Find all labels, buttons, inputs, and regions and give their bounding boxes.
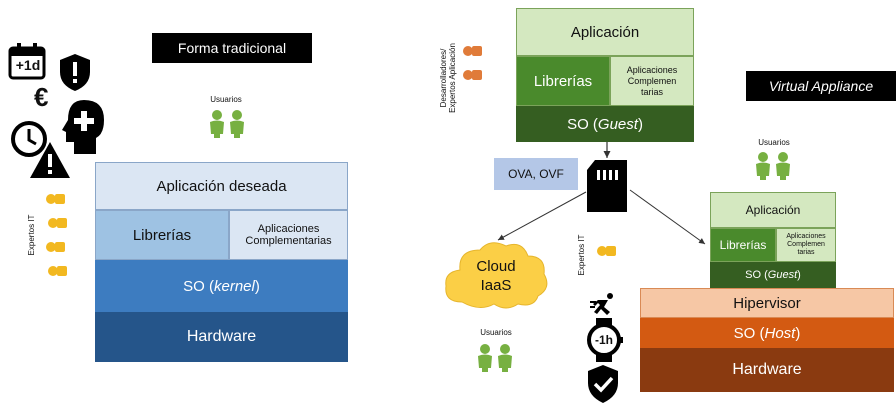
left-app-layer: Aplicación deseada (95, 162, 348, 210)
right-comp-line3: tarias (797, 249, 815, 256)
devs-icons (462, 44, 496, 94)
euro-icon: € (34, 82, 49, 112)
right-os-host-suffix: ) (795, 324, 801, 342)
format-tag: OVA, OVF (494, 158, 578, 190)
hypervisor-layer: Hipervisor (640, 288, 894, 318)
mid-libs-layer: Librerías (516, 56, 610, 106)
right-comp-line2: Complemen (787, 241, 825, 248)
cloud-text: Cloud IaaS (440, 248, 552, 304)
right-hardware-layer: Hardware (640, 348, 894, 392)
mid-users-icon (476, 342, 516, 374)
left-title: Forma tradicional (152, 33, 312, 63)
right-users-label: Usuarios (758, 137, 790, 147)
cloud-iaas: Cloud IaaS (440, 236, 552, 312)
left-experts-label: Expertos IT (27, 214, 36, 256)
left-hardware-layer: Hardware (95, 312, 348, 362)
right-comp-line1: Aplicaciones (786, 233, 826, 240)
left-os-layer: SO (kernel) (95, 260, 348, 312)
devs-label-line1: Desarrolladores/ (439, 48, 448, 108)
mid-os-layer: SO (Guest) (516, 106, 694, 142)
right-os-guest-prefix: SO ( (745, 269, 768, 281)
right-os-guest-suffix: ) (797, 269, 801, 281)
calendar-text: +1d (15, 57, 41, 73)
right-os-host-italic: Host (764, 324, 796, 342)
cloud-line1: Cloud (476, 258, 516, 275)
mid-os-prefix: SO ( (567, 115, 598, 133)
mid-users-label: Usuarios (480, 327, 512, 337)
mid-os-suffix: ) (637, 115, 643, 133)
watch-text: -1h (595, 333, 613, 347)
mid-comp-line1: Aplicaciones (626, 64, 678, 75)
calendar-icon: +1d (8, 42, 48, 80)
mid-comp-layer: Aplicaciones Complemen tarias (610, 56, 694, 106)
right-os-guest-layer: SO (Guest) (710, 262, 836, 288)
shield-check-icon (586, 364, 620, 404)
left-comp-layer: Aplicaciones Complementarias (229, 210, 348, 260)
left-libs-layer: Librerías (95, 210, 229, 260)
watch-icon: -1h (584, 318, 624, 362)
sd-card-icon (585, 158, 629, 214)
mid-expert-icon (596, 244, 622, 264)
mid-experts-label: Expertos IT (577, 234, 586, 276)
clock-icon (10, 120, 48, 158)
right-os-host-prefix: SO ( (733, 324, 765, 342)
left-experts-icons (44, 192, 74, 288)
mid-comp-line2: Complemen (627, 75, 677, 86)
right-title: Virtual Appliance (746, 71, 896, 101)
mid-os-italic: Guest (597, 115, 638, 133)
right-comp-layer: Aplicaciones Complemen tarias (776, 228, 836, 262)
mid-comp-line3: tarias (640, 86, 663, 97)
left-users-icon (208, 108, 248, 140)
right-os-guest-italic: Guest (767, 269, 798, 281)
right-app-layer: Aplicación (710, 192, 836, 228)
right-os-host-layer: SO (Host) (640, 318, 894, 348)
devs-label-line2: Expertos Aplicación (448, 43, 457, 113)
health-plus-icon (60, 98, 108, 156)
cloud-line2: IaaS (480, 277, 512, 294)
shield-alert-icon (58, 52, 92, 92)
left-os-suffix: ) (254, 277, 260, 295)
left-os-italic: kernel (213, 277, 255, 295)
right-users-icon (754, 150, 794, 182)
left-os-prefix: SO ( (183, 277, 214, 295)
devs-label: Desarrolladores/ Expertos Aplicación (439, 39, 459, 117)
left-users-label: Usuarios (210, 94, 242, 104)
warning-icon (28, 140, 72, 180)
running-icon (590, 292, 618, 316)
right-libs-layer: Librerías (710, 228, 776, 262)
mid-app-layer: Aplicación (516, 8, 694, 56)
